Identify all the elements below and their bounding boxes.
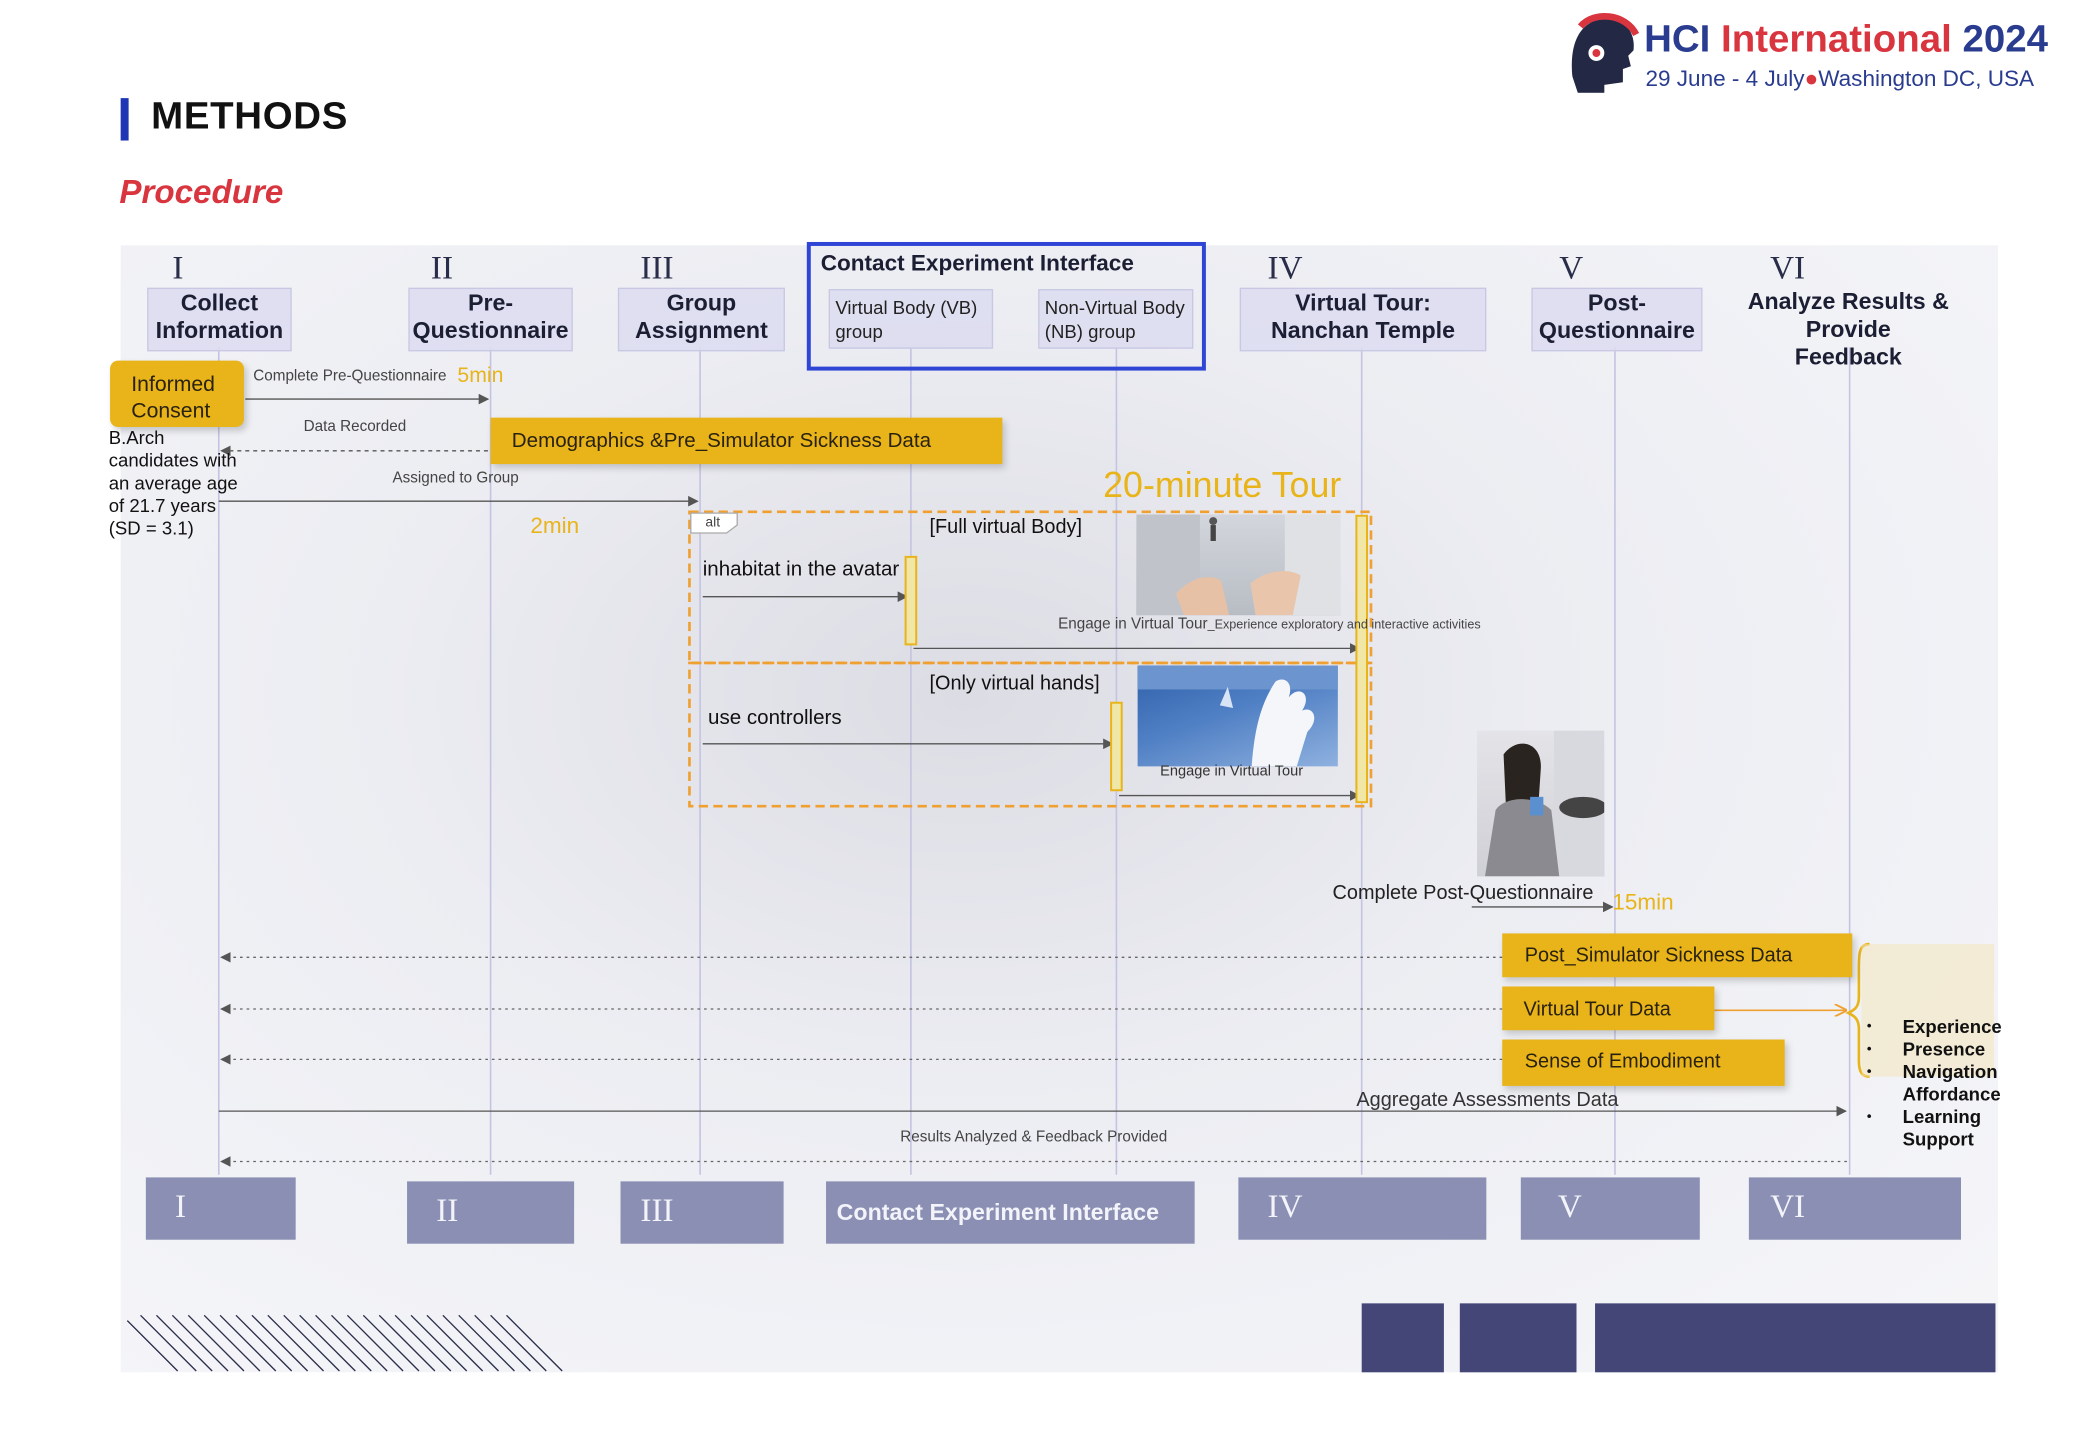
tour-data-box: Virtual Tour Data — [1502, 986, 1715, 1031]
outcome-item: •Presence — [1866, 1038, 1986, 1060]
title-accent-bar — [120, 98, 129, 141]
msg-complete-post: Complete Post-Questionnaire — [1332, 881, 1594, 905]
nb-group-box: Non-Virtual Body(NB) group — [1038, 289, 1194, 349]
numeral-ii: II — [430, 250, 454, 287]
bottom-lane-i: I — [145, 1177, 296, 1240]
outcome-item: •Experience — [1866, 1015, 2002, 1037]
post-sickness-box: Post_Simulator Sickness Data — [1502, 933, 1853, 978]
numeral-vi: VI — [1770, 250, 1806, 287]
bottom-lane-vi: VI — [1748, 1177, 1962, 1240]
lane-pre-questionnaire: Pre-Questionnaire — [408, 287, 573, 352]
tour-duration: 20-minute Tour — [1103, 465, 1342, 506]
numeral-v: V — [1559, 250, 1584, 287]
numeral-i: I — [172, 250, 184, 287]
subsection-title: Procedure — [119, 173, 284, 211]
bottom-lane-ii: II — [407, 1181, 575, 1244]
decor-block — [1595, 1303, 1996, 1373]
participant-photo — [1477, 730, 1605, 877]
bottom-lane-iv: IV — [1238, 1177, 1487, 1240]
msg-inhabit: inhabitat in the avatar — [702, 558, 900, 581]
avatar-scene-icon — [1136, 514, 1341, 616]
msg-engage-full: Engage in Virtual Tour_Experience explor… — [1058, 616, 1481, 633]
lane-virtual-tour: Virtual Tour:Nanchan Temple — [1239, 287, 1487, 352]
msg-engage-hands: Engage in Virtual Tour — [1160, 763, 1304, 780]
msg-assigned: Assigned to Group — [392, 470, 519, 487]
lane-post-questionnaire: Post-Questionnaire — [1531, 287, 1703, 352]
guard-full-body: [Full virtual Body] — [929, 515, 1082, 539]
hatch-decoration — [126, 1314, 563, 1372]
logo-subtitle: 29 June - 4 July●Washington DC, USA — [1645, 66, 2035, 92]
msg-use-controllers: use controllers — [708, 706, 842, 730]
lane-collect-information: Collect Information — [147, 287, 292, 352]
numeral-iii: III — [640, 250, 674, 287]
virtual-hands-icon — [1137, 665, 1338, 767]
bottom-lane-v: V — [1520, 1177, 1700, 1240]
time-5min: 5min — [457, 364, 504, 388]
time-15min: 15min — [1612, 889, 1674, 915]
decor-block — [1361, 1303, 1444, 1373]
decor-block — [1459, 1303, 1577, 1373]
numeral-iv: IV — [1267, 250, 1303, 287]
participant-figure-icon — [1485, 730, 1605, 877]
msg-complete-pre: Complete Pre-Questionnaire — [253, 368, 447, 385]
vr-hands-image — [1137, 665, 1338, 767]
contact-interface-title: Contact Experiment Interface — [820, 250, 1134, 276]
hci-logo-icon — [1571, 12, 1640, 93]
time-2min: 2min — [530, 513, 580, 539]
section-title: METHODS — [151, 95, 349, 138]
vb-group-box: Virtual Body (VB)group — [828, 289, 994, 349]
msg-aggregate: Aggregate Assessments Data — [1356, 1088, 1619, 1112]
guard-only-hands: [Only virtual hands] — [929, 672, 1100, 695]
demographics-box: Demographics &Pre_Simulator Sickness Dat… — [490, 417, 1003, 465]
alt-label: alt — [705, 514, 721, 531]
msg-data-recorded: Data Recorded — [303, 418, 407, 435]
outcomes-highlight — [1861, 944, 1995, 1077]
bottom-lane-contact: Contact Experiment Interface — [826, 1181, 1195, 1244]
msg-results: Results Analyzed & Feedback Provided — [900, 1129, 1168, 1146]
bottom-lane-iii: III — [620, 1181, 784, 1244]
vr-full-body-image — [1136, 514, 1341, 616]
embodiment-box: Sense of Embodiment — [1502, 1039, 1785, 1086]
logo-title: HCI International 2024 — [1644, 18, 2048, 61]
